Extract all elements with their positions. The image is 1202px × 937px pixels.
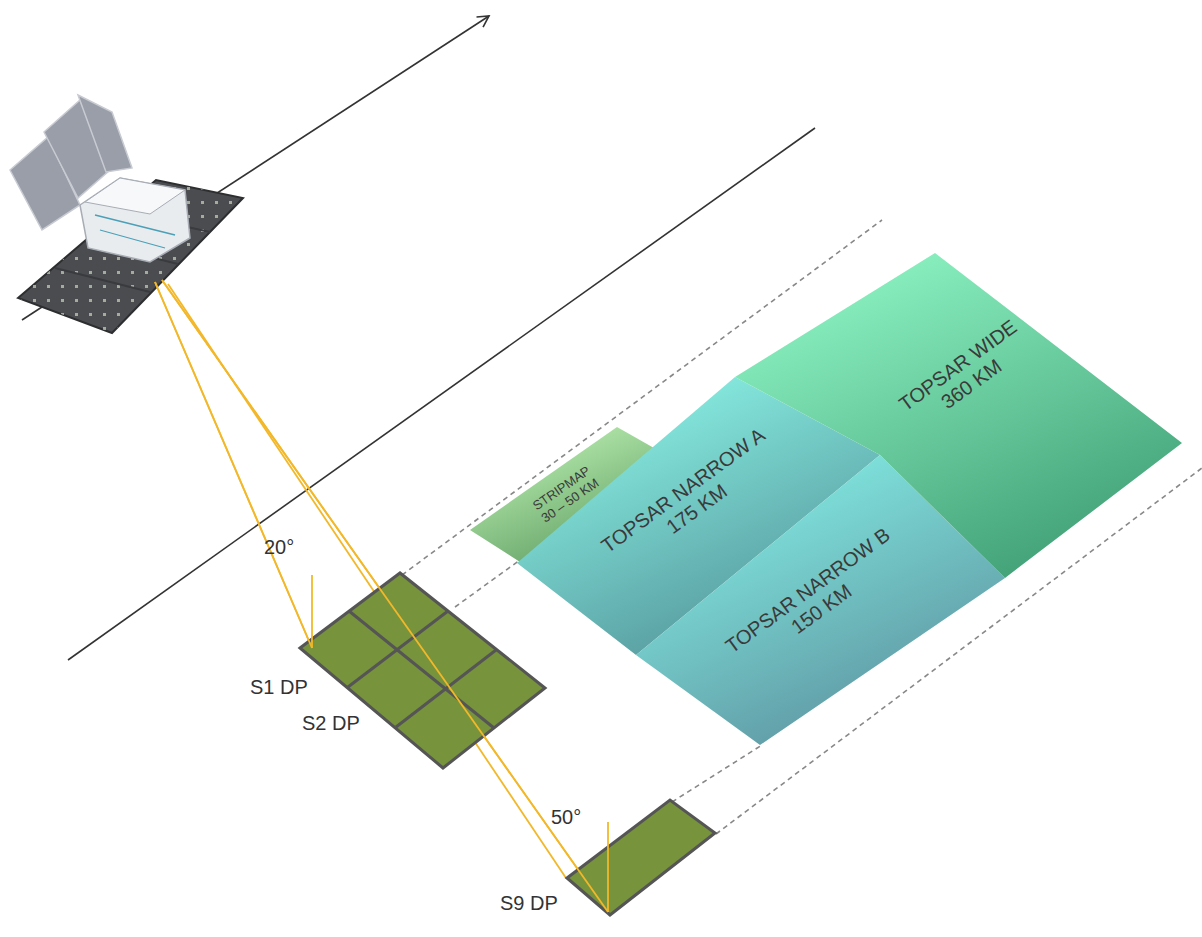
incidence-angle: 50° (551, 806, 581, 829)
s9-swath (567, 800, 715, 915)
swath-polygon (735, 253, 1182, 578)
beam-name: S9 DP (500, 892, 558, 915)
beam-name: S2 DP (302, 712, 360, 735)
dp-swath-grid (300, 573, 545, 768)
incidence-angle: 20° (264, 536, 294, 559)
incidence-normals (155, 280, 608, 912)
swath-shape (735, 253, 1182, 578)
beam-name: S1 DP (250, 676, 308, 699)
radar-beams (155, 280, 608, 912)
swath-limit-lines (402, 220, 1202, 834)
satellite-bus (80, 178, 190, 262)
wide-swath: TOPSAR WIDE360 KM (735, 253, 1182, 578)
